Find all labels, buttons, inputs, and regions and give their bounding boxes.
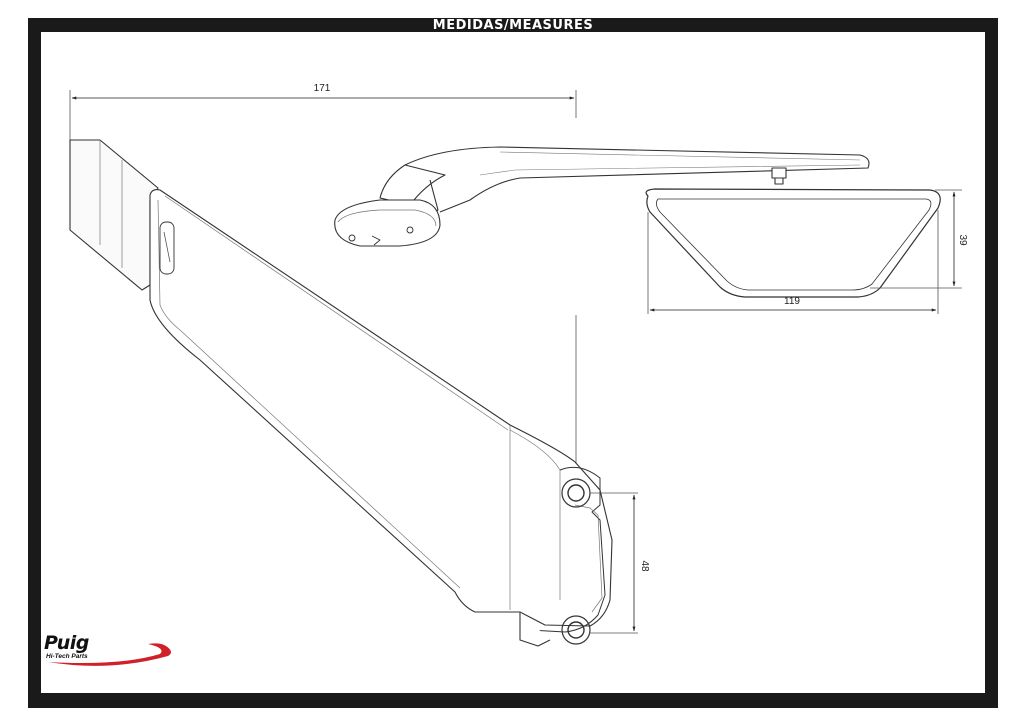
dimension-label-arm-length: 171	[314, 83, 331, 94]
puig-logo: Puig Hi-Tech Parts	[40, 632, 172, 676]
dimension-mirror-height: 39	[870, 189, 968, 289]
dimension-arm-length: 171	[69, 83, 577, 140]
mirror-arm-top-view	[334, 146, 870, 247]
logo-swoosh-icon	[48, 643, 172, 666]
mount-hole-bottom	[561, 615, 591, 645]
dimension-mirror-width: 119	[647, 210, 939, 314]
dimension-label-mount-spacing: 48	[639, 560, 650, 572]
dimension-mount-spacing: 48	[590, 492, 650, 634]
logo-brand: Puig	[44, 632, 89, 654]
logo-tagline: Hi-Tech Parts	[46, 653, 88, 660]
page-title: MEDIDAS/MEASURES	[432, 18, 594, 33]
mirror-head-front-view	[645, 188, 941, 298]
dimension-label-mirror-height: 39	[957, 234, 968, 246]
dimension-label-mirror-width: 119	[784, 296, 800, 307]
mirror-arm-side-view	[69, 139, 613, 647]
